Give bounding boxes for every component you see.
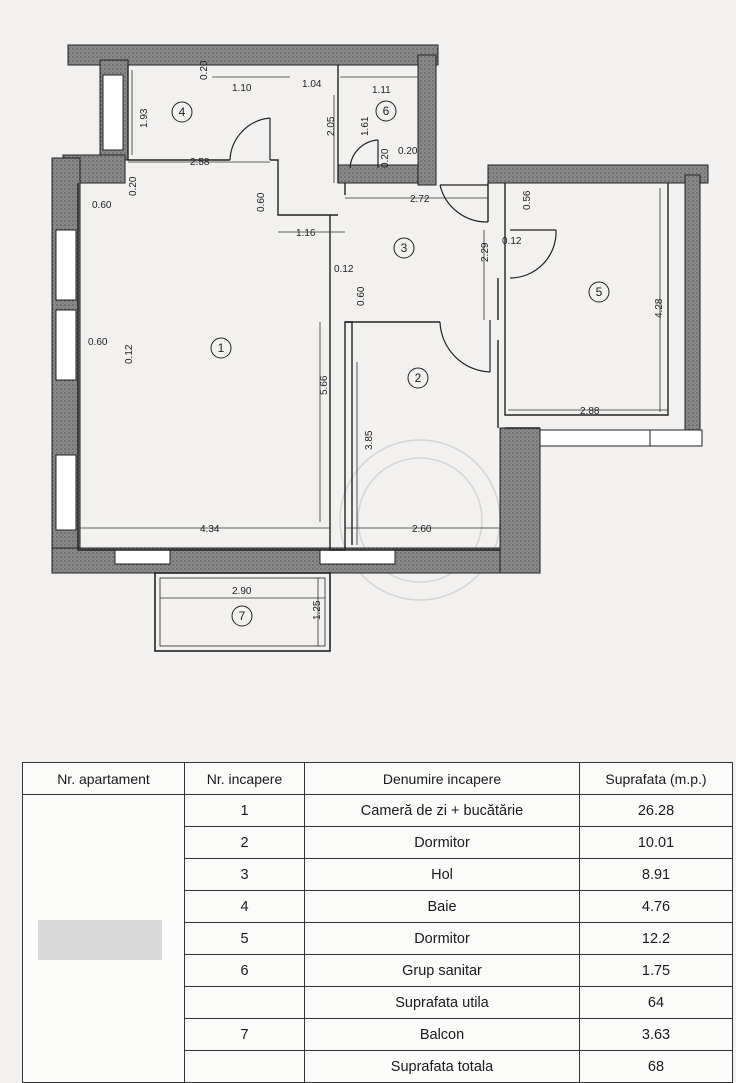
room-name-cell: Hol	[304, 858, 580, 891]
dim-label: 0.20	[199, 60, 210, 80]
dim-label: 2.88	[580, 406, 600, 417]
table-row: 7 Balcon 3.63	[23, 1018, 733, 1051]
room-number-6: 6	[383, 104, 390, 118]
stamp-watermark	[339, 439, 501, 601]
table-row: Suprafata totala 68	[23, 1050, 733, 1083]
dimension-lines	[80, 70, 668, 646]
dim-label: 1.11	[372, 85, 391, 96]
table-row: 1 Cameră de zi + bucătărie 26.28	[22, 794, 733, 1083]
dim-label: 0.60	[356, 286, 367, 306]
room-nr-cell: 4	[184, 890, 305, 923]
table-row: 3 Hol 8.91	[23, 858, 733, 891]
dim-label: 1.16	[296, 228, 316, 239]
table-row: 6 Grup sanitar 1.75	[23, 954, 733, 987]
room-area-cell: 12.2	[579, 922, 733, 955]
dim-label: 0.12	[334, 264, 354, 275]
dim-label: 0.20	[128, 176, 139, 196]
dim-label: 0.60	[92, 200, 112, 211]
dim-label: 2.58	[190, 157, 210, 168]
room-nr-cell: 7	[184, 1018, 305, 1051]
dim-label: 5.66	[319, 375, 330, 395]
header-nr-incapere: Nr. incapere	[184, 762, 305, 795]
room-area-cell: 26.28	[579, 794, 733, 827]
table-row: 4 Baie 4.76	[23, 890, 733, 923]
room-area-cell: 3.63	[579, 1018, 733, 1051]
dim-label: 0.60	[88, 337, 108, 348]
room-marker-2	[407, 367, 429, 389]
room-name-cell: Balcon	[304, 1018, 580, 1051]
room-area-cell: 1.75	[579, 954, 733, 987]
dim-label: 2.60	[412, 524, 432, 535]
dim-label: 1.10	[232, 83, 252, 94]
dim-label: 1.25	[312, 600, 323, 620]
room-number-3: 3	[401, 241, 408, 255]
room-marker-7	[231, 605, 253, 627]
header-suprafata: Suprafata (m.p.)	[579, 762, 733, 795]
table-header-row: Nr. apartament Nr. incapere Denumire inc…	[22, 762, 733, 795]
room-nr-cell: 6	[184, 954, 305, 987]
room-number-1: 1	[218, 341, 225, 355]
dim-label: 1.61	[360, 116, 371, 136]
room-marker-1	[210, 337, 232, 359]
floor-plan: 1.10 1.04 1.11 1.93 0.20 2.05 1.61 0.20 …	[51, 44, 709, 652]
room-name-cell: Baie	[304, 890, 580, 923]
room-nr-cell: 2	[184, 826, 305, 859]
room-name-cell: Dormitor	[304, 922, 580, 955]
room-name-cell: Cameră de zi + bucătărie	[304, 794, 580, 827]
room-name-cell: Grup sanitar	[304, 954, 580, 987]
dim-label: 0.12	[502, 236, 522, 247]
room-area-cell: 68	[579, 1050, 733, 1083]
room-area-cell: 8.91	[579, 858, 733, 891]
dim-label: 0.20	[380, 148, 391, 168]
dim-label: 4.34	[200, 524, 220, 535]
redacted-apartment-number	[38, 920, 162, 960]
room-name-cell: Dormitor	[304, 826, 580, 859]
dim-label: 4.28	[654, 298, 665, 318]
dim-label: 0.20	[398, 146, 418, 157]
dim-label: 3.85	[364, 430, 375, 450]
room-number-7: 7	[239, 609, 246, 623]
exterior-walls	[51, 44, 709, 574]
dim-label: 2.90	[232, 586, 252, 597]
dim-label: 0.12	[124, 344, 135, 364]
room-nr-cell: 5	[184, 922, 305, 955]
room-name-cell: Suprafata utila	[304, 986, 580, 1019]
dim-label: 1.93	[139, 108, 150, 128]
room-number-4: 4	[179, 105, 186, 119]
dim-label: 2.72	[410, 194, 430, 205]
balcony	[154, 572, 331, 652]
table-row: 2 Dormitor 10.01	[23, 826, 733, 859]
room-marker-5	[588, 281, 610, 303]
room-area-cell: 4.76	[579, 890, 733, 923]
header-nr-apartament: Nr. apartament	[22, 762, 185, 795]
room-nr-cell	[184, 986, 305, 1019]
room-area-cell: 10.01	[579, 826, 733, 859]
room-nr-cell: 3	[184, 858, 305, 891]
room-marker-6	[375, 100, 397, 122]
room-number-2: 2	[415, 371, 422, 385]
header-denumire: Denumire incapere	[304, 762, 580, 795]
dim-label: 2.29	[480, 242, 491, 262]
room-marker-4	[171, 101, 193, 123]
room-nr-cell: 1	[184, 794, 305, 827]
dim-label: 1.04	[302, 79, 322, 90]
windows	[55, 74, 703, 565]
doors	[229, 117, 557, 373]
interior-walls	[77, 65, 669, 551]
room-nr-cell	[184, 1050, 305, 1083]
room-number-5: 5	[596, 285, 603, 299]
dim-label: 0.60	[256, 192, 267, 212]
dim-label: 0.56	[522, 190, 533, 210]
room-marker-3	[393, 237, 415, 259]
dim-label: 2.05	[326, 116, 337, 136]
room-area-cell: 64	[579, 986, 733, 1019]
room-name-cell: Suprafata totala	[304, 1050, 580, 1083]
